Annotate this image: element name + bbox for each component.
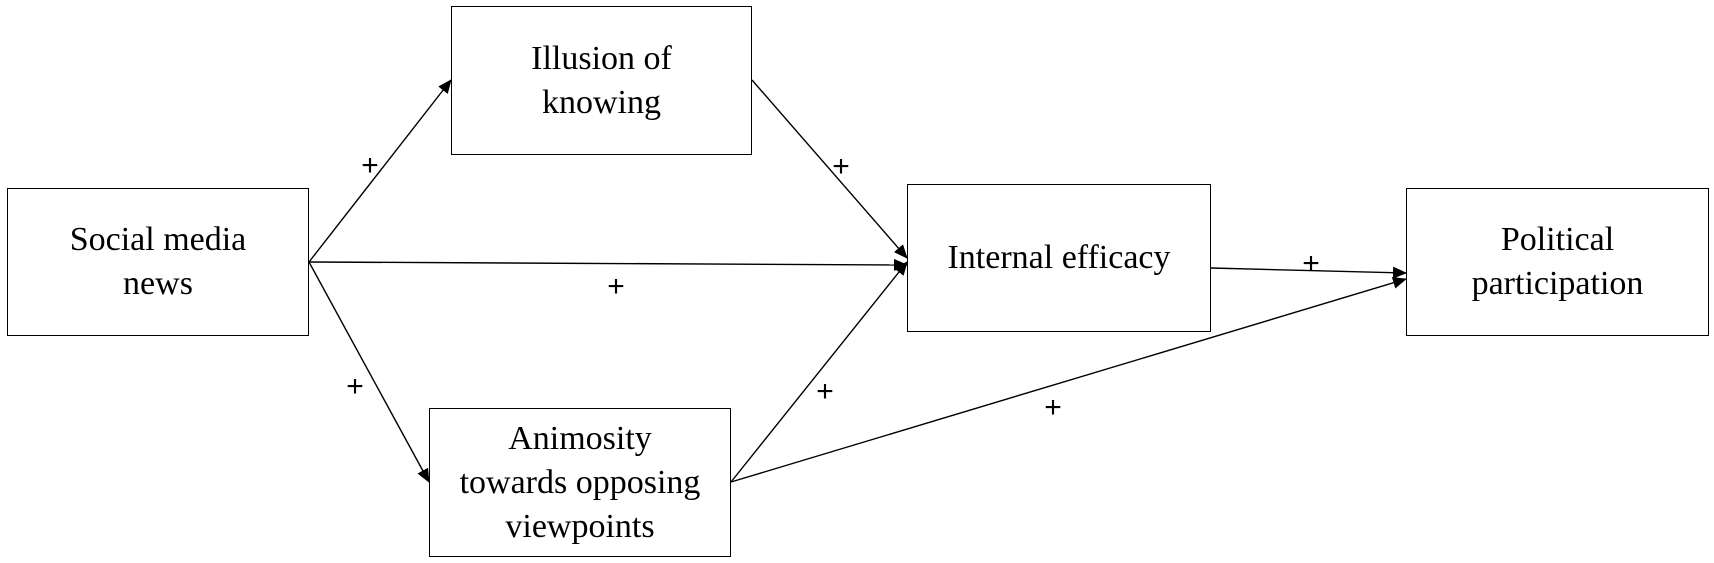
sign-social-to-internal: + (607, 270, 625, 303)
sign-illusion-to-internal: + (832, 150, 850, 183)
node-political-participation: Political participation (1406, 188, 1709, 336)
sign-animosity-to-internal: + (816, 375, 834, 408)
node-animosity: Animosity towards opposing viewpoints (429, 408, 731, 557)
node-label-political-participation: Political participation (1471, 221, 1644, 302)
arrow-social-to-internal (308, 258, 908, 271)
sign-animosity-to-political: + (1044, 391, 1062, 424)
node-social-media-news: Social media news (7, 188, 309, 336)
arrow-animosity-to-internal (730, 261, 908, 483)
arrow-illusion-to-internal (751, 79, 908, 259)
node-label-social-media-news: Social media news (69, 221, 247, 302)
node-internal-efficacy: Internal efficacy (907, 184, 1211, 332)
node-label-illusion-of-knowing: Illusion of knowing (531, 39, 672, 121)
arrow-social-to-animosity (308, 261, 430, 483)
arrow-animosity-to-political (730, 276, 1407, 483)
node-illusion-of-knowing: Illusion of knowing (451, 6, 752, 155)
node-label-animosity: Animosity towards opposing viewpoints (459, 419, 701, 545)
sign-internal-to-political: + (1302, 247, 1320, 280)
arrow-internal-to-political (1210, 266, 1407, 279)
sign-social-to-animosity: + (346, 370, 364, 403)
arrow-social-to-illusion (308, 79, 452, 263)
node-label-internal-efficacy: Internal efficacy (947, 239, 1171, 276)
sign-social-to-illusion: + (361, 149, 379, 182)
